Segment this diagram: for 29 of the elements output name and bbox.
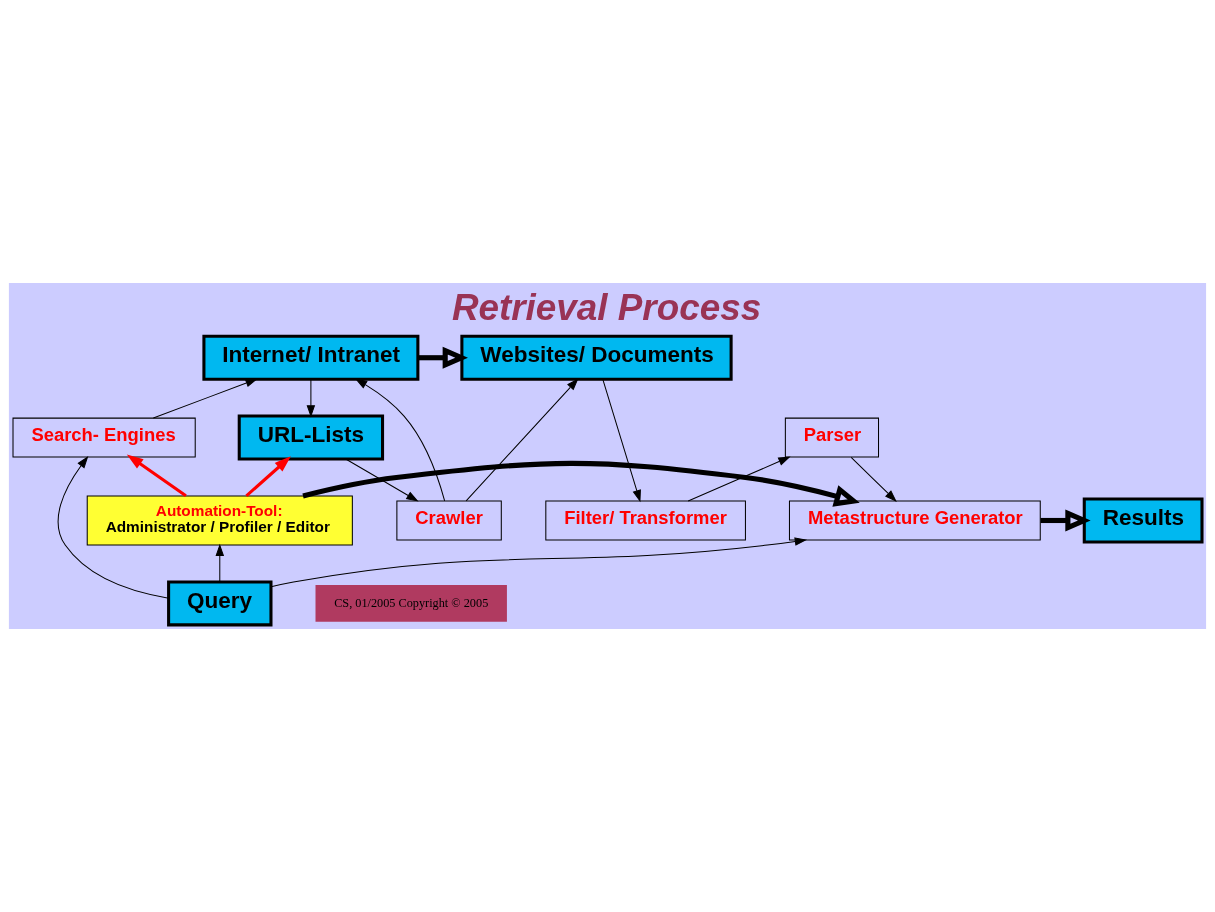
node-box: Parser — [784, 417, 880, 458]
arrow — [152, 378, 258, 419]
arrow — [1040, 509, 1091, 532]
node-box: Websites/ Documents — [460, 334, 733, 381]
node-box: Crawler — [396, 500, 502, 541]
arrow — [302, 460, 860, 507]
node-box: Results — [1082, 497, 1204, 544]
label: CS, 01/2005 Copyright © 2005 — [334, 595, 489, 610]
arrow — [270, 537, 808, 588]
arrow — [850, 456, 897, 502]
arrow — [354, 378, 446, 502]
node-box: Query — [167, 580, 273, 627]
arrow — [126, 454, 187, 498]
node-box: Internet/ Intranet — [202, 334, 420, 381]
node-box: URL-Lists — [237, 414, 385, 461]
arrow — [465, 378, 579, 502]
diagram-title: Retrieval Process — [451, 286, 762, 328]
arrow — [245, 456, 291, 497]
arrow — [306, 379, 316, 418]
node-box: Filter/ Transformer — [545, 500, 746, 541]
node-box: Automation-Tool: Administrator / Profiler / Editor — [86, 495, 353, 546]
arrow — [418, 346, 468, 369]
node-box: Search- Engines — [12, 417, 196, 458]
arrow — [57, 456, 170, 599]
arrow — [687, 456, 791, 502]
arrow — [345, 458, 419, 502]
arrow — [602, 378, 641, 503]
node-box: Metastructure Generator — [788, 500, 1041, 541]
arrow — [215, 543, 225, 583]
